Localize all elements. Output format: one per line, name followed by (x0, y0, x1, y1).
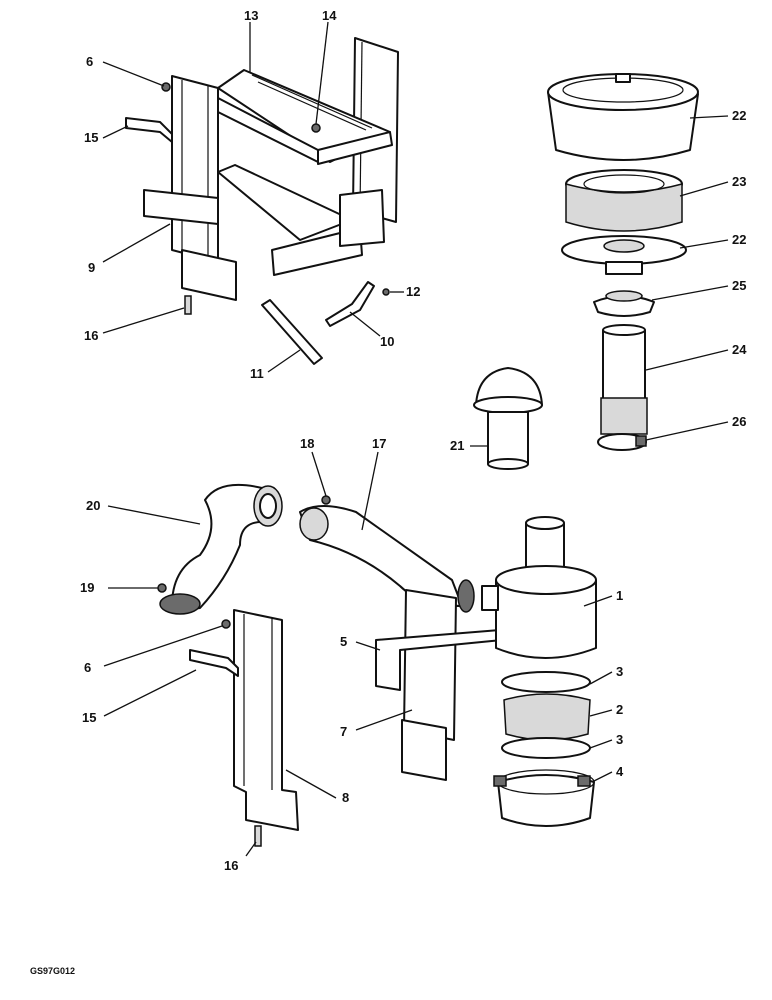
callout-25: 25 (732, 278, 746, 293)
bracket-assembly-top (125, 37, 399, 365)
leader-lines (102, 21, 729, 857)
callout-4: 4 (616, 764, 624, 779)
figure-code: GS97G012 (30, 966, 76, 976)
callout-23: 23 (732, 174, 746, 189)
hose-assembly (157, 483, 475, 615)
callout-6-top: 6 (86, 54, 93, 69)
callout-15-top: 15 (84, 130, 98, 145)
callout-1: 1 (616, 588, 623, 603)
callout-18: 18 (300, 436, 314, 451)
callout-8: 8 (342, 790, 349, 805)
callout-12: 12 (406, 284, 420, 299)
callout-5: 5 (340, 634, 347, 649)
callout-10: 10 (380, 334, 394, 349)
air-cleaner-exploded (547, 73, 699, 451)
callout-19: 19 (80, 580, 94, 595)
callout-9: 9 (88, 260, 95, 275)
callout-24: 24 (732, 342, 747, 357)
callout-26: 26 (732, 414, 746, 429)
callout-11: 11 (250, 366, 264, 381)
callout-17: 17 (372, 436, 386, 451)
callout-2: 2 (616, 702, 623, 717)
callout-16-bottom: 16 (224, 858, 238, 873)
callout-16-top: 16 (84, 328, 98, 343)
callout-14: 14 (322, 8, 337, 23)
support-bracket-lower (189, 609, 299, 847)
callout-labels: 13 14 6 15 9 16 11 10 12 22 23 22 25 24 … (80, 8, 747, 873)
callout-20: 20 (86, 498, 100, 513)
callout-15-bottom: 15 (82, 710, 96, 725)
callout-7: 7 (340, 724, 347, 739)
air-cleaner-body (375, 516, 597, 827)
callout-3-top: 3 (616, 664, 623, 679)
callout-3-bottom: 3 (616, 732, 623, 747)
callout-13: 13 (244, 8, 258, 23)
pre-cleaner-cap (473, 367, 543, 470)
callout-22-bottom: 22 (732, 232, 746, 247)
callout-22-top: 22 (732, 108, 746, 123)
callout-6-bottom: 6 (84, 660, 91, 675)
callout-21: 21 (450, 438, 464, 453)
